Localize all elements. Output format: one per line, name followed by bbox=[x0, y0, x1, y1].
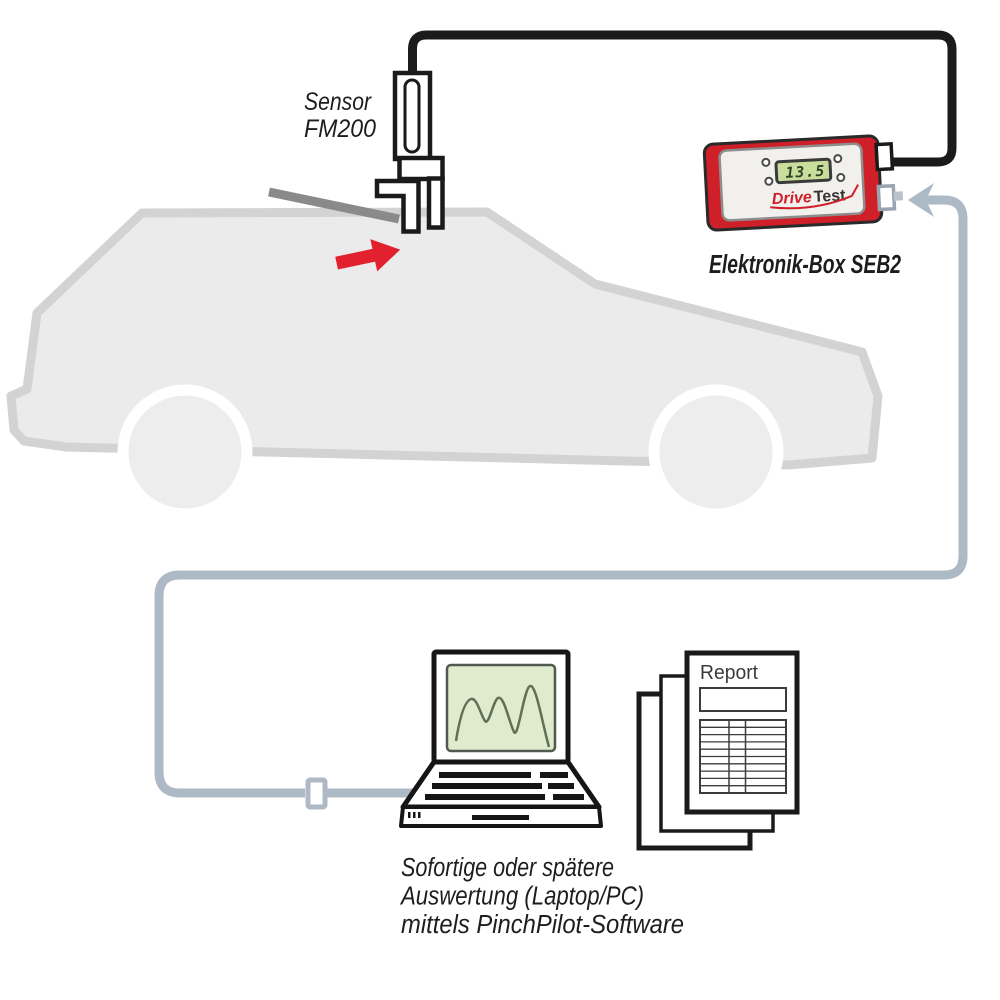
lcd-display bbox=[774, 157, 833, 185]
pinch-direction-arrow bbox=[335, 239, 401, 272]
panel-screw bbox=[761, 157, 771, 167]
keyboard-key-bars bbox=[425, 772, 584, 800]
brand-drive: Drive bbox=[771, 189, 812, 208]
sensor-hook bbox=[374, 178, 421, 234]
keyboard-key-bar bbox=[432, 783, 542, 789]
sensor-step bbox=[397, 155, 445, 182]
report-papers: Report bbox=[636, 650, 800, 851]
window-glass-edge bbox=[268, 187, 400, 224]
panel-screw bbox=[836, 172, 846, 182]
connector-gray-stub bbox=[893, 191, 904, 201]
analysis-label-line2: Auswertung (Laptop/PC) bbox=[399, 883, 644, 911]
report-header-box bbox=[699, 687, 787, 712]
panel-screw bbox=[764, 176, 774, 186]
keyboard-key-bar bbox=[540, 772, 568, 778]
data-cable-arrowhead bbox=[908, 183, 934, 217]
data-cable bbox=[154, 183, 968, 810]
front-wheel bbox=[117, 384, 253, 520]
inline-connector bbox=[305, 777, 328, 810]
keyboard-key-bar bbox=[439, 772, 531, 778]
car-illustration bbox=[6, 207, 883, 520]
sensor-right-prong bbox=[426, 176, 445, 230]
sensor-cable bbox=[408, 30, 957, 167]
elektronik-box: 13.5 Drive Test bbox=[702, 134, 904, 232]
box-label: Elektronik-Box SEB2 bbox=[709, 251, 901, 279]
sensor-fm200 bbox=[374, 70, 445, 234]
brand-swoosh bbox=[770, 184, 860, 210]
rear-wheel bbox=[648, 384, 784, 520]
analysis-label-line1: Sofortige oder spätere bbox=[401, 854, 614, 882]
drivetest-logo: Drive Test bbox=[770, 184, 860, 210]
sensor-label-line1: Sensor bbox=[304, 88, 372, 116]
keyboard-key-bar bbox=[548, 783, 574, 789]
laptop-hinge-dots bbox=[408, 812, 421, 818]
keyboard-key-bar bbox=[553, 794, 584, 800]
connector-gray bbox=[876, 183, 897, 212]
panel-screw bbox=[833, 154, 843, 164]
keyboard-key-bar bbox=[425, 794, 545, 800]
laptop bbox=[399, 649, 603, 828]
data-cable-path bbox=[154, 195, 968, 798]
sensor-slot bbox=[403, 78, 421, 154]
laptop-touchpad-bar bbox=[472, 815, 529, 820]
report-title: Report bbox=[700, 661, 758, 684]
report-table bbox=[699, 719, 787, 794]
sensor-label-line2: FM200 bbox=[304, 115, 376, 143]
analysis-label-line3: mittels PinchPilot-Software bbox=[401, 911, 684, 939]
connector-black bbox=[874, 141, 895, 172]
lcd-value: 13.5 bbox=[785, 162, 826, 182]
laptop-screen-curve bbox=[454, 684, 551, 748]
